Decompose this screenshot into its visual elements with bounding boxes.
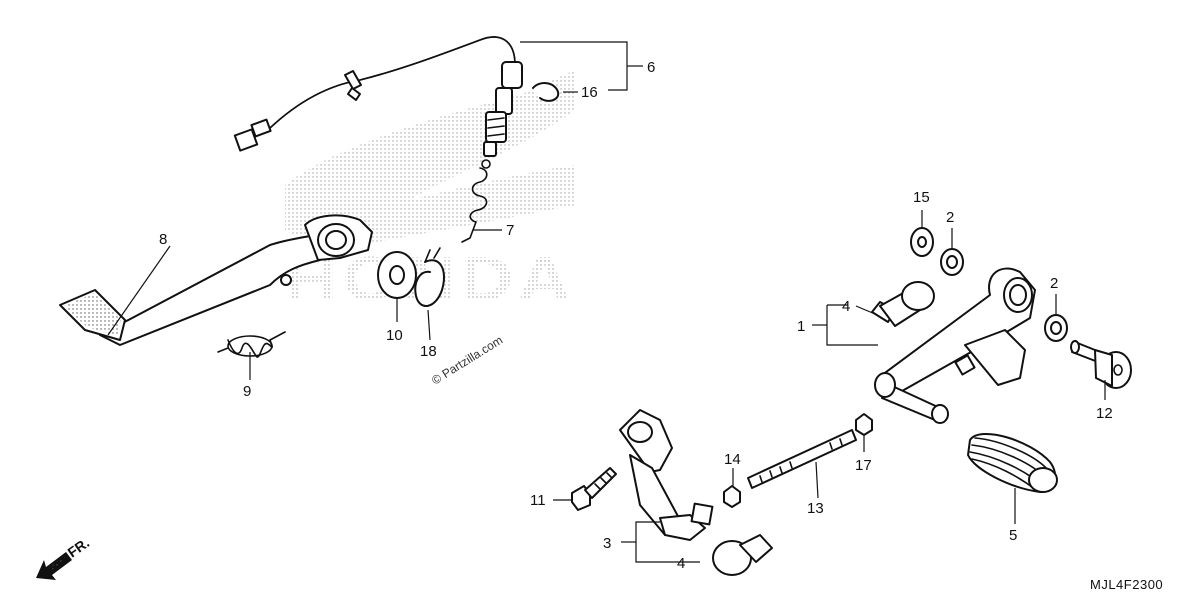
part-16-clip[interactable] <box>532 82 560 102</box>
callout-17[interactable]: 17 <box>855 457 872 474</box>
part-13-tie-rod[interactable] <box>747 429 857 489</box>
callout-16[interactable]: 16 <box>581 84 598 101</box>
callout-2-right[interactable]: 2 <box>1050 275 1058 292</box>
callout-2-upper[interactable]: 2 <box>946 209 954 226</box>
callout-18[interactable]: 18 <box>420 343 437 360</box>
part-15-washer[interactable] <box>910 227 934 257</box>
part-9-return-spring[interactable] <box>217 331 286 358</box>
callout-9[interactable]: 9 <box>243 383 251 400</box>
callout-4-lower[interactable]: 4 <box>677 555 685 572</box>
part-7-spring[interactable] <box>461 159 491 243</box>
callout-8[interactable]: 8 <box>159 231 167 248</box>
callout-7[interactable]: 7 <box>506 222 514 239</box>
part-4-rubber-upper[interactable] <box>871 281 935 327</box>
part-11-bolt[interactable] <box>571 467 617 511</box>
watermark-copyright: © Partzilla.com <box>429 333 505 388</box>
part-18-circlip[interactable] <box>414 247 445 307</box>
callout-15[interactable]: 15 <box>913 189 930 206</box>
part-10-washer[interactable] <box>377 251 417 299</box>
part-12-pivot-bolt[interactable] <box>1070 340 1132 389</box>
part-2-bushing-upper[interactable] <box>940 248 964 276</box>
diagram-code: MJL4F2300 <box>1090 577 1163 592</box>
part-2-bushing-right[interactable] <box>1044 314 1068 342</box>
front-direction-indicator: FR. <box>36 534 92 580</box>
part-14-nut[interactable] <box>723 485 741 508</box>
callout-11[interactable]: 11 <box>530 492 546 509</box>
leader-lines <box>107 41 1106 563</box>
part-6-switch-harness[interactable] <box>233 36 523 157</box>
part-3-shift-arm[interactable] <box>619 409 714 541</box>
callout-10[interactable]: 10 <box>386 327 403 344</box>
part-8-pedal-arm[interactable] <box>59 214 373 346</box>
callout-13[interactable]: 13 <box>807 500 824 517</box>
callout-5[interactable]: 5 <box>1009 527 1017 544</box>
callout-12[interactable]: 12 <box>1096 405 1113 422</box>
callouts: 6 16 7 8 9 10 18 15 2 2 4 1 12 5 17 13 1… <box>159 59 1113 572</box>
part-1-shift-arm[interactable] <box>874 267 1036 424</box>
callout-3[interactable]: 3 <box>603 535 611 552</box>
part-4-rubber-lower[interactable] <box>712 534 773 576</box>
callout-4-upper[interactable]: 4 <box>842 298 850 315</box>
callout-1[interactable]: 1 <box>797 318 805 335</box>
callout-6[interactable]: 6 <box>647 59 655 76</box>
callout-14[interactable]: 14 <box>724 451 741 468</box>
part-17-nut[interactable] <box>855 413 873 436</box>
part-5-pedal-rubber[interactable] <box>967 432 1058 493</box>
